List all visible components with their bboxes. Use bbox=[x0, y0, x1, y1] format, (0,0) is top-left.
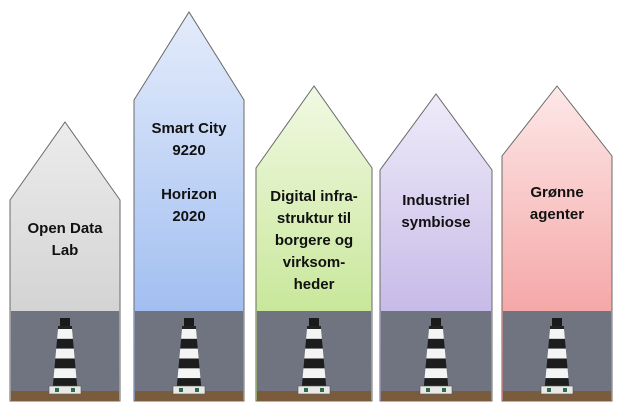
pillar-shape-4 bbox=[501, 85, 613, 402]
lighthouse-icon bbox=[540, 318, 574, 395]
lighthouse-photo-0 bbox=[11, 311, 119, 401]
pillar-label-digital-infrastruktur: Digital infra- struktur til borgere og v… bbox=[270, 188, 358, 293]
lighthouse-icon bbox=[419, 318, 453, 395]
lighthouse-icon bbox=[172, 318, 206, 395]
pillar-label-smart-city: Smart City 9220 Horizon 2020 bbox=[151, 120, 227, 225]
pillar-label-open-data-lab: Open Data Lab bbox=[27, 220, 103, 259]
pillar-shape-3 bbox=[379, 93, 493, 402]
lighthouse-icon bbox=[297, 318, 331, 395]
lighthouse-icon bbox=[48, 318, 82, 395]
lighthouse-photo-4 bbox=[503, 311, 611, 401]
lighthouse-photo-1 bbox=[135, 311, 243, 401]
lighthouse-photo-3 bbox=[381, 311, 491, 401]
pillar-label-gronne-agenter: Grønne agenter bbox=[529, 184, 585, 223]
pillar-label-industriel-symbiose: Industriel symbiose bbox=[401, 192, 471, 231]
lighthouse-photo-2 bbox=[257, 311, 371, 401]
